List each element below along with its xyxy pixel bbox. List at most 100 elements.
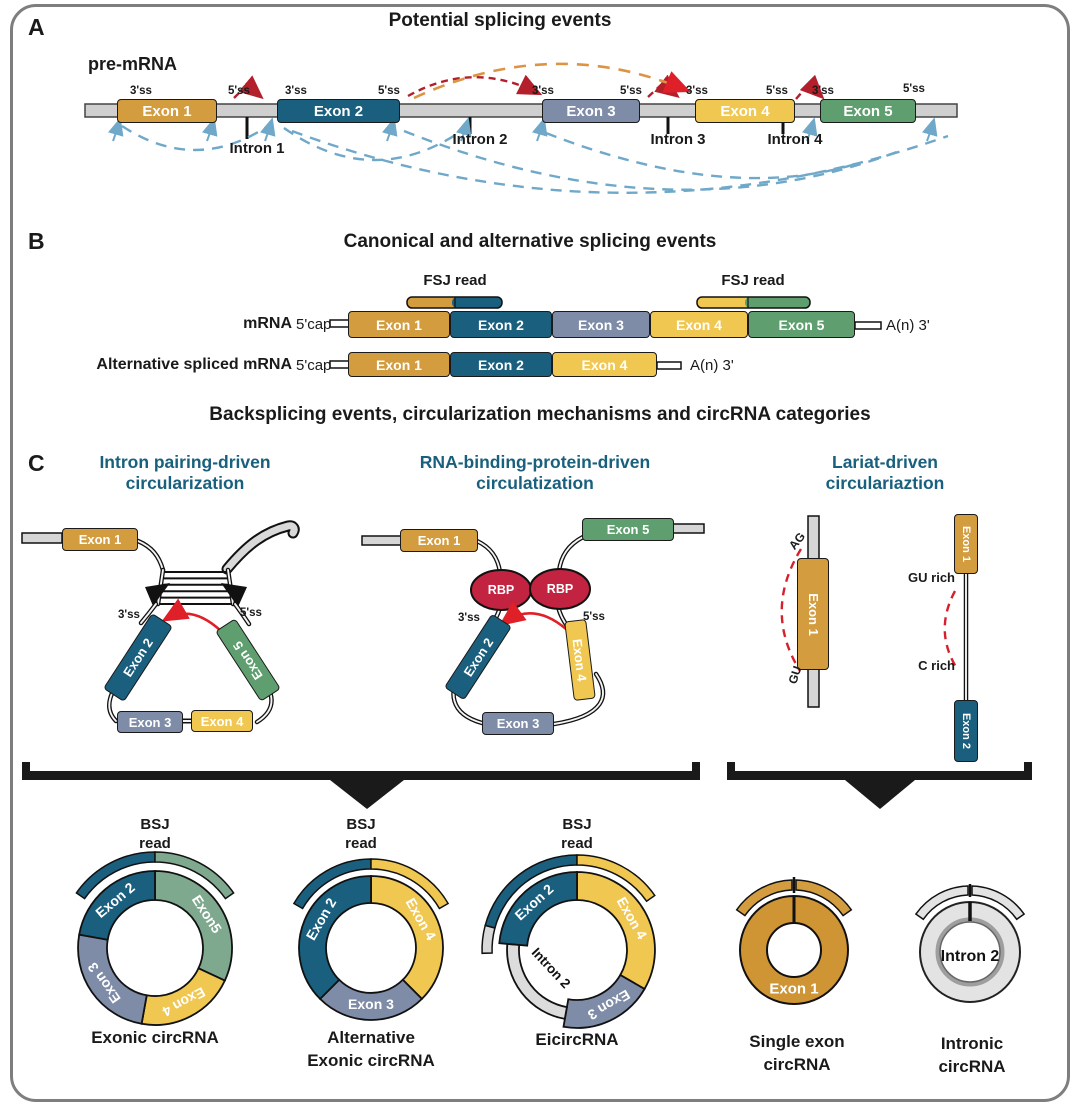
ring5-intron2-label: Intron 2	[940, 948, 1000, 965]
category-line1: Alternative	[327, 1028, 415, 1047]
mechanism1-title: Intron pairing-driven circularization	[60, 452, 310, 494]
m2-exon3-box: Exon 3	[482, 712, 554, 735]
category-line2: circRNA	[938, 1057, 1006, 1076]
read-line: read	[139, 835, 171, 852]
cap-label-2: 5'cap	[296, 357, 332, 374]
mechanism3-title: Lariat-driven circulariaztion	[770, 452, 1000, 494]
m3-top-exon1-box: Exon 1	[954, 514, 978, 574]
mrna-label: mRNA	[243, 315, 292, 332]
m1-exon4-box: Exon 4	[191, 710, 253, 732]
m2-ss3-label: 3'ss	[458, 612, 480, 624]
ss5-label: 5'ss	[228, 85, 250, 97]
ss5-label: 5'ss	[766, 85, 788, 97]
alt-mrna-label: Alternative spliced mRNA	[96, 356, 292, 373]
m1-exon3-box: Exon 3	[117, 711, 183, 733]
mrna-exon5: Exon 5	[748, 311, 855, 338]
pre-mrna-label: pre-mRNA	[88, 54, 178, 74]
ring-single-exon-circrna	[735, 877, 853, 1005]
ss3-label: 3'ss	[532, 85, 554, 97]
read-line: read	[561, 835, 593, 852]
m2-rbp-label-right: RBP	[546, 582, 574, 596]
backsplice-arcs	[108, 117, 949, 194]
section-c-title: Backsplicing events, circularization mec…	[209, 404, 871, 425]
rbp-oval-right	[529, 568, 591, 610]
backsplice-arrow	[498, 601, 567, 630]
mrna-exon2: Exon 2	[450, 311, 552, 338]
panel-b-label: B	[28, 228, 45, 254]
category-brackets	[22, 762, 1032, 809]
polya-label-1: A(n) 3'	[886, 317, 930, 334]
mechanism1-title-line1: Intron pairing-driven	[99, 452, 271, 472]
ring2-exon3-label: Exon 3	[348, 996, 394, 1012]
category-eicircrna: EicircRNA	[535, 1030, 619, 1049]
ring-intronic-circrna	[914, 884, 1026, 1003]
mrna-exon1: Exon 1	[348, 311, 450, 338]
canonical-splice-arcs	[233, 62, 825, 100]
ring-eicircrna	[481, 854, 656, 1029]
m3-lariat-exon1-text: Exon 1	[805, 592, 821, 636]
ring4-exon1-label: Exon 1	[769, 980, 819, 998]
intron2-label: Intron 2	[452, 131, 508, 148]
ss3-label: 3'ss	[130, 85, 152, 97]
bsj-read-label-1: BSJ read	[105, 815, 205, 853]
ring-alt-exonic-circrna	[292, 858, 450, 1021]
category-line2: circRNA	[763, 1055, 831, 1074]
mechanism2-title: RNA-binding-protein-driven circulatizati…	[405, 452, 665, 494]
category-alt-exonic-circrna: Alternative Exonic circRNA	[271, 1026, 471, 1072]
m2-exon1-box: Exon 1	[400, 529, 478, 552]
exon2-box-a: Exon 2	[277, 99, 400, 123]
mechanism2-title-line1: RNA-binding-protein-driven	[419, 452, 651, 472]
alt-exon2: Exon 2	[450, 352, 552, 377]
polya-label-2: A(n) 3'	[690, 357, 734, 374]
fsj-read-bars	[406, 296, 811, 309]
m2-ss5-label: 5'ss	[583, 611, 605, 623]
exon5-box-a: Exon 5	[820, 99, 916, 123]
exon3-box-a: Exon 3	[542, 99, 640, 123]
backsplice-arrow	[161, 598, 222, 632]
ss5-label: 5'ss	[378, 85, 400, 97]
pairing-arrowhead-left	[145, 583, 170, 606]
m3-c-rich-label: C rich	[918, 658, 955, 673]
cap-label-1: 5'cap	[296, 316, 332, 333]
bsj-read-label-3: BSJ read	[527, 815, 627, 853]
figure-border	[10, 4, 1070, 1102]
mechanism1-title-line2: circularization	[125, 473, 245, 493]
mechanism3-title-line1: Lariat-driven	[832, 452, 938, 472]
panel-b-title: Canonical and alternative splicing event…	[343, 231, 717, 252]
m1-ss3-label: 3'ss	[118, 609, 140, 621]
category-exonic-circrna: Exonic circRNA	[91, 1028, 219, 1047]
alt-exon1: Exon 1	[348, 352, 450, 377]
intron4-label: Intron 4	[767, 131, 823, 148]
mechanism-intron-pairing	[21, 520, 300, 725]
ring-exonic-circrna	[75, 851, 235, 1026]
m1-ss5-label: 5'ss	[240, 607, 262, 619]
category-line1: Intronic	[940, 1034, 1004, 1053]
mechanism3-title-line2: circulariaztion	[825, 473, 945, 493]
m1-exon1-box: Exon 1	[62, 528, 138, 551]
category-intronic-circrna: Intronic circRNA	[872, 1032, 1072, 1078]
pairing-arrowhead-right	[221, 583, 247, 607]
bsj-line: BSJ	[140, 816, 170, 833]
fsj-read-label-1: FSJ read	[423, 272, 487, 289]
fsj-read-label-2: FSJ read	[721, 272, 785, 289]
exon1-box-a: Exon 1	[117, 99, 217, 123]
m2-exon5-box: Exon 5	[582, 518, 674, 541]
m2-rbp-label-left: RBP	[487, 583, 515, 597]
exon4-box-a: Exon 4	[695, 99, 795, 123]
ss5-label: 5'ss	[903, 83, 925, 95]
alt-exon4: Exon 4	[552, 352, 657, 377]
m3-top-exon1-text: Exon 1	[960, 525, 973, 563]
m3-bottom-exon2-box: Exon 2	[954, 700, 978, 762]
m3-gu-rich-label: GU rich	[908, 570, 955, 585]
intron3-label: Intron 3	[650, 131, 706, 148]
ss3-label: 3'ss	[285, 85, 307, 97]
bsj-line: BSJ	[346, 816, 376, 833]
bsj-line: BSJ	[562, 816, 592, 833]
mechanism2-title-line2: circulatization	[476, 473, 594, 493]
mechanism-rbp	[361, 523, 705, 727]
mrna-exon3: Exon 3	[552, 311, 650, 338]
panel-c-label: C	[28, 450, 45, 476]
category-line1: Single exon	[749, 1032, 845, 1051]
category-line2: Exonic circRNA	[307, 1051, 435, 1070]
